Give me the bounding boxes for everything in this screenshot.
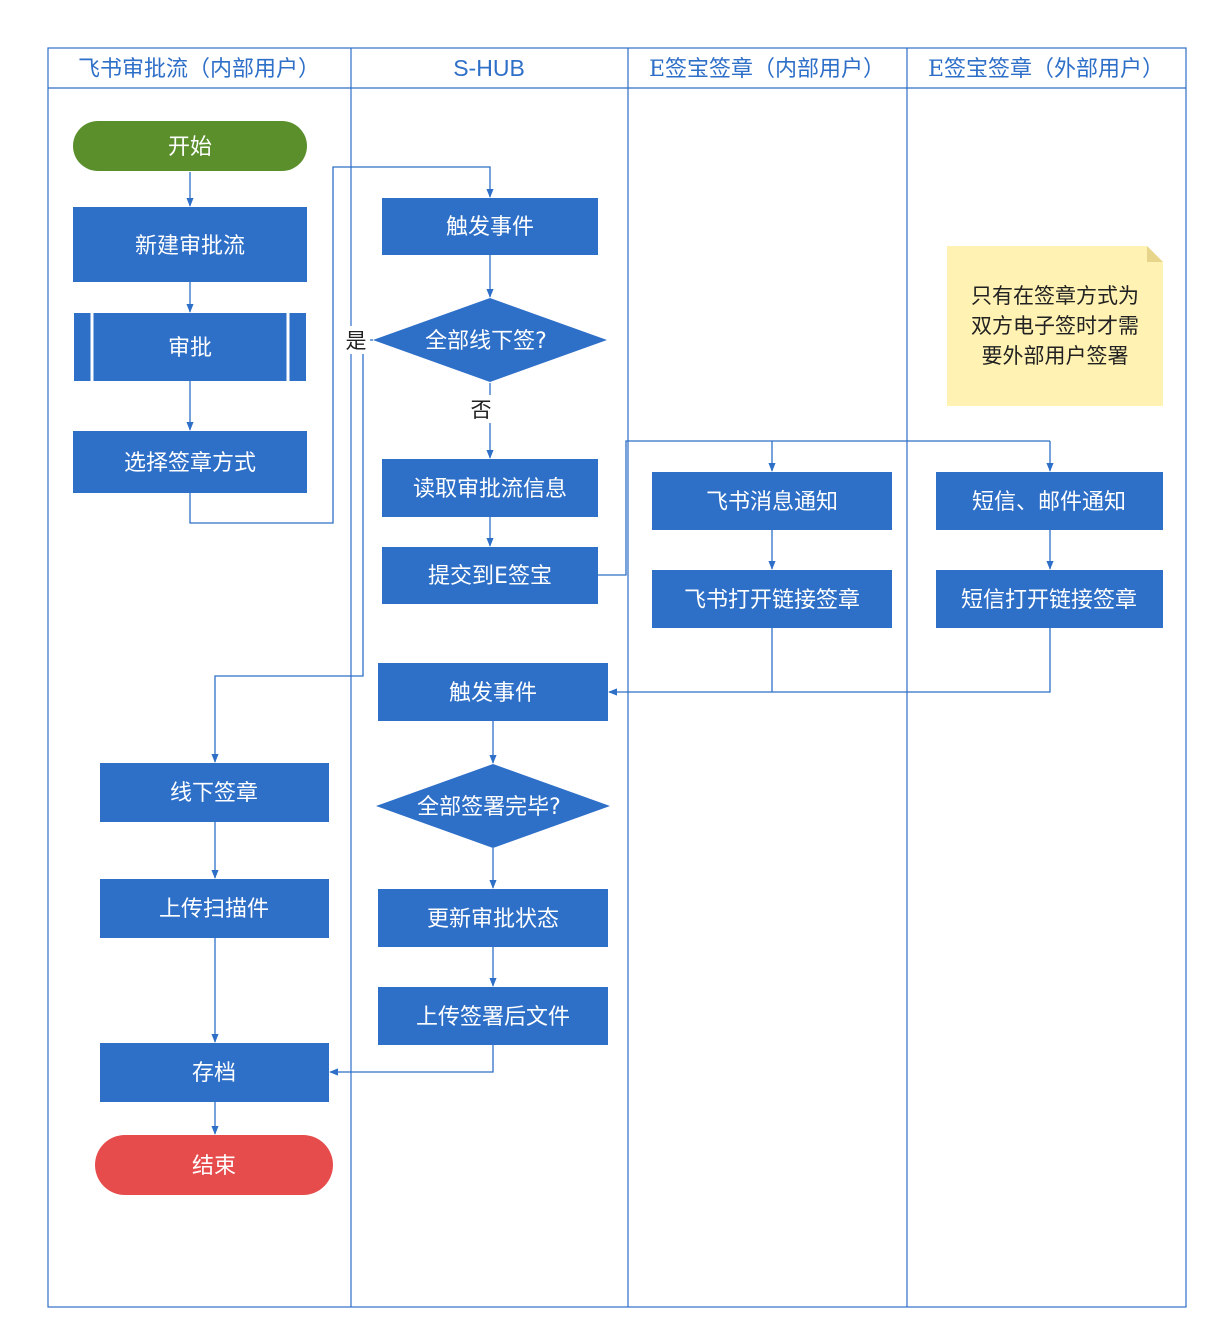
node-feishu-notify-label: 飞书消息通知: [706, 490, 838, 515]
edge-label-no: 否: [471, 398, 492, 422]
edge-label-yes-bg: [340, 326, 370, 354]
node-choose-method: 选择签章方式: [73, 431, 307, 493]
node-upload-signed: 上传签署后文件: [378, 987, 608, 1045]
lane-header-esign-external: E签宝签章（外部用户）: [928, 57, 1164, 82]
node-offline-sign-label: 线下签章: [170, 781, 258, 806]
node-submit-esign-label: 提交到E签宝: [428, 564, 552, 589]
edge-decision-yes-offline: [211, 339, 373, 763]
node-end-label: 结束: [192, 1154, 236, 1179]
node-sms-open: 短信打开链接签章: [936, 570, 1163, 628]
node-update-status-label: 更新审批状态: [427, 907, 559, 932]
node-trigger2: 触发事件: [378, 663, 608, 721]
node-approve: 审批: [74, 313, 306, 381]
node-upload-scan: 上传扫描件: [100, 879, 329, 938]
node-new-flow-label: 新建审批流: [135, 234, 245, 259]
edges: [186, 166, 1054, 1135]
node-trigger2-label: 触发事件: [449, 681, 537, 706]
note-line-3: 要外部用户签署: [982, 344, 1129, 368]
edge-choose-trigger1: [189, 166, 494, 524]
node-upload-scan-label: 上传扫描件: [159, 897, 269, 922]
node-feishu-open: 飞书打开链接签章: [652, 570, 892, 628]
node-end: 结束: [95, 1135, 333, 1195]
edge-submit-branch: [598, 440, 1050, 576]
lane-frame: [47, 47, 1187, 1308]
node-start: 开始: [73, 121, 307, 171]
node-read-info-label: 读取审批流信息: [413, 477, 567, 502]
node-trigger1: 触发事件: [382, 198, 598, 255]
node-feishu-open-label: 飞书打开链接签章: [684, 588, 860, 613]
lane-header-shub: S-HUB: [453, 55, 525, 81]
node-sms-notify: 短信、邮件通知: [936, 472, 1163, 530]
node-upload-signed-label: 上传签署后文件: [416, 1005, 570, 1030]
node-all-offline-decision: 全部线下签?: [373, 298, 607, 382]
note-line-1: 只有在签章方式为: [971, 284, 1139, 308]
node-feishu-notify: 飞书消息通知: [652, 472, 892, 530]
sticky-note: 只有在签章方式为 双方电子签时才需 要外部用户签署: [947, 246, 1163, 406]
node-trigger1-label: 触发事件: [446, 215, 534, 240]
node-archive: 存档: [100, 1043, 329, 1102]
node-submit-esign: 提交到E签宝: [382, 547, 598, 604]
node-all-signed-label: 全部签署完毕?: [417, 795, 561, 820]
edge-upload-archive: [329, 1045, 494, 1076]
node-sms-open-label: 短信打开链接签章: [961, 588, 1137, 613]
node-all-offline-label: 全部线下签?: [425, 329, 547, 354]
node-sms-notify-label: 短信、邮件通知: [972, 490, 1126, 515]
edge-label-no-bg: [466, 395, 496, 423]
note-line-2: 双方电子签时才需: [971, 314, 1139, 338]
node-read-info: 读取审批流信息: [382, 459, 598, 517]
node-start-label: 开始: [168, 135, 212, 160]
node-choose-method-label: 选择签章方式: [124, 451, 256, 476]
edge-sms-open-trigger2: [608, 628, 1051, 696]
node-approve-label: 审批: [168, 336, 212, 361]
node-offline-sign: 线下签章: [100, 763, 329, 822]
node-new-flow: 新建审批流: [73, 207, 307, 282]
edge-label-yes: 是: [346, 329, 367, 353]
node-archive-label: 存档: [192, 1061, 236, 1086]
node-update-status: 更新审批状态: [378, 889, 608, 947]
lane-header-feishu: 飞书审批流（内部用户）: [78, 57, 320, 82]
lane-header-esign-internal: E签宝签章（内部用户）: [649, 57, 885, 82]
node-all-signed-decision: 全部签署完毕?: [376, 764, 610, 848]
